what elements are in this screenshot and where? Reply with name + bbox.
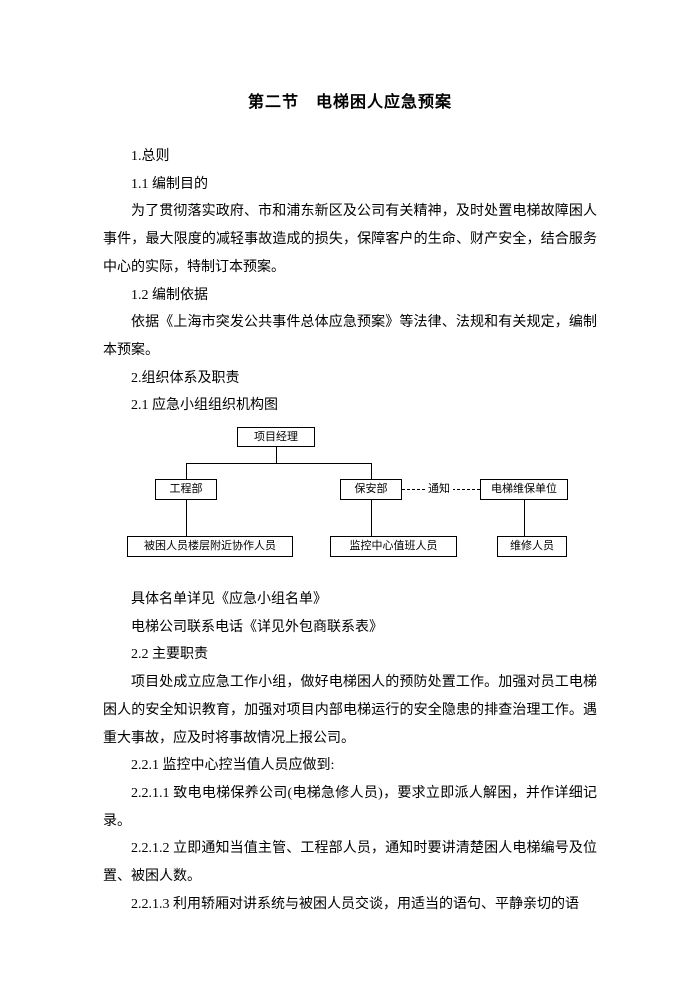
org-connector-branch: [186, 463, 372, 465]
section-2-2-1-heading: 2.2.1 监控中心控当值人员应做到:: [131, 758, 335, 774]
org-chart: 通知 项目经理 工程部 保安部 电梯维保单位 被困人员楼层附近协作人员 监控中心…: [103, 425, 597, 558]
section-2-heading: 2.组织体系及职责: [131, 370, 240, 386]
section-1-2-heading: 1.2 编制依据: [131, 287, 208, 303]
section-1-1-heading: 1.1 编制目的: [131, 176, 208, 192]
section-2-1-heading: 2.1 应急小组组织机构图: [131, 398, 278, 414]
org-node-security-dept: 保安部: [340, 479, 402, 501]
section-1-2-body: 依据《上海市突发公共事件总体应急预案》等法律、法规和有关规定，编制本预案。: [103, 315, 597, 358]
org-node-engineering-dept: 工程部: [155, 479, 217, 501]
section-1-heading: 1.总则: [131, 149, 170, 164]
org-node-nearby-floor-staff: 被困人员楼层附近协作人员: [127, 536, 293, 558]
section-2-2-1-1-body: 2.2.1.1 致电电梯保养公司(电梯急修人员)，要求立即派人解困，并作详细记录…: [103, 785, 597, 829]
org-list-note: 具体名单详见《应急小组名单》: [131, 592, 327, 608]
document-title: 第二节 电梯困人应急预案: [247, 94, 452, 111]
org-node-repair-personnel: 维修人员: [497, 536, 567, 558]
org-connector-engineering-drop: [186, 463, 187, 480]
org-connector-security-child: [371, 500, 372, 537]
org-connector-security-drop: [371, 463, 372, 480]
section-2-2-1-3-body: 2.2.1.3 利用轿厢对讲系统与被困人员交谈，用适当的语句、平静亲切的语: [131, 896, 579, 912]
org-node-project-manager: 项目经理: [237, 427, 315, 448]
org-connector-root: [276, 447, 277, 464]
section-2-2-1-2-body: 2.2.1.2 立即通知当值主管、工程部人员，通知时要讲清楚困人电梯编号及位置、…: [103, 841, 597, 885]
notify-label: 通知: [425, 482, 453, 497]
org-node-elevator-maintenance-unit: 电梯维保单位: [480, 479, 568, 501]
document-body: 1.总则 1.1 编制目的 为了贯彻落实政府、市和浦东新区及公司有关精神，及时处…: [103, 143, 597, 918]
org-node-monitoring-center-staff: 监控中心值班人员: [330, 536, 457, 558]
org-connector-engineering-child: [186, 500, 187, 537]
elevator-contact-note: 电梯公司联系电话《详见外包商联系表》: [131, 619, 383, 635]
section-1-1-body: 为了贯彻落实政府、市和浦东新区及公司有关精神，及时处置电梯故障困人事件，最大限度…: [103, 204, 597, 275]
org-connector-maintenance-child: [524, 500, 525, 537]
section-2-2-heading: 2.2 主要职责: [131, 647, 208, 663]
section-2-2-body: 项目处成立应急工作小组，做好电梯困人的预防处置工作。加强对员工电梯困人的安全知识…: [103, 675, 597, 746]
